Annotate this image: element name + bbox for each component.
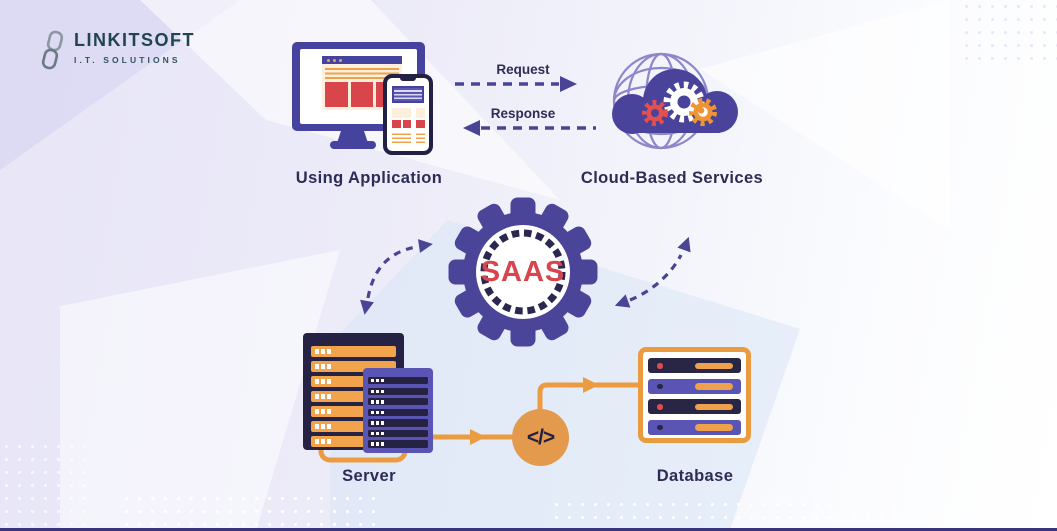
monitor-stand	[337, 129, 368, 143]
dot-pattern	[0, 440, 90, 531]
response-arrow	[463, 120, 596, 136]
gear-icon	[642, 100, 668, 126]
linkitsoft-logo: LINKITSOFT I.T. SOLUTIONS	[40, 30, 195, 72]
database-label: Database	[656, 467, 734, 485]
monitor-stand-base	[330, 141, 376, 149]
logo-title: LINKITSOFT	[74, 30, 195, 50]
using-application-label: Using Application	[295, 169, 443, 187]
code-glyph: </>	[526, 425, 555, 449]
server-rack-icon	[363, 368, 433, 453]
bottom-accent-bar	[0, 528, 1057, 531]
request-label: Request	[496, 62, 550, 77]
dot-pattern	[120, 492, 380, 531]
logo-subtitle: I.T. SOLUTIONS	[74, 55, 181, 65]
sync-arrow-right	[614, 236, 691, 308]
sync-arrow-left	[360, 239, 433, 315]
gear-icon	[689, 98, 717, 126]
request-arrow	[455, 76, 577, 92]
saas-gear-icon	[448, 197, 598, 347]
cloud-services-icon	[612, 52, 738, 150]
server-label: Server	[342, 467, 396, 485]
database-icon	[638, 347, 751, 443]
saas-label: SAAS	[480, 256, 566, 288]
response-label: Response	[490, 106, 556, 121]
smartphone-icon	[383, 74, 433, 155]
dot-pattern	[550, 498, 970, 531]
dot-pattern	[960, 0, 1057, 70]
cloud-services-label: Cloud-Based Services	[580, 169, 764, 187]
code-icon: </>	[512, 409, 569, 466]
chain-link-icon	[41, 30, 64, 70]
